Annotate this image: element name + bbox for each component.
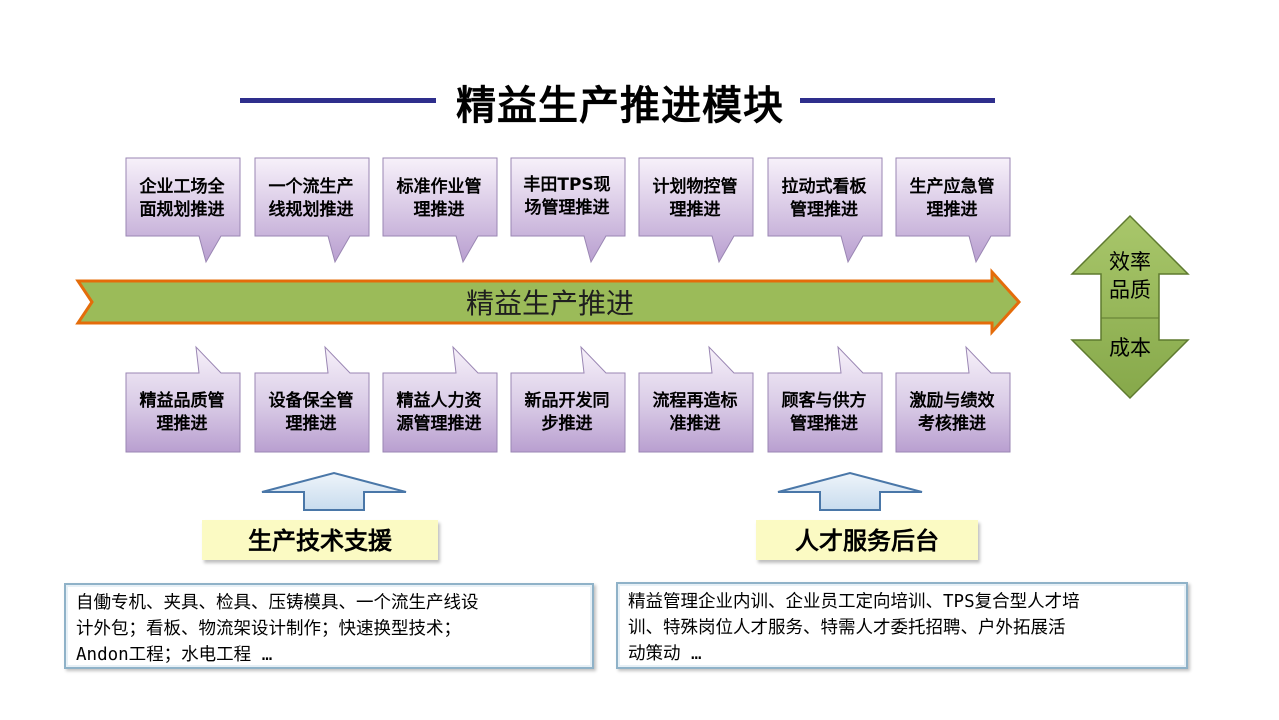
- bottom-callout-shape: [125, 345, 241, 453]
- module-line: 精益品质管: [139, 391, 225, 411]
- title-line-left: [240, 98, 436, 103]
- module-line: 考核推进: [918, 414, 986, 434]
- title-line-right: [800, 98, 995, 103]
- bottom-module-5: 流程再造标 准推进: [639, 390, 751, 436]
- side-arrow-down-label: 成本: [1109, 336, 1151, 360]
- bottom-module-1: 精益品质管 理推进: [126, 390, 238, 436]
- top-callout-shape: [254, 157, 370, 264]
- bottom-callouts: [125, 345, 1011, 453]
- bottom-module-3: 精益人力资 源管理推进: [383, 390, 495, 436]
- bottom-callout-shape: [254, 345, 370, 453]
- module-line: 标准作业管: [396, 177, 482, 197]
- top-module-7: 生产应急管 理推进: [896, 176, 1008, 222]
- module-line: 企业工场全: [139, 177, 225, 197]
- module-line: 管理推进: [790, 414, 858, 434]
- desc-line: 训、特殊岗位人才服务、特需人才委托招聘、户外拓展活: [628, 618, 1066, 638]
- top-module-1: 企业工场全 面规划推进: [126, 176, 238, 222]
- side-label-line: 品质: [1109, 278, 1151, 302]
- top-callout-shape: [895, 157, 1011, 264]
- desc-line: 自働专机、夹具、检具、压铸模具、一个流生产线设: [76, 593, 479, 613]
- module-line: 准推进: [669, 414, 721, 434]
- module-line: 管理推进: [790, 200, 858, 220]
- top-module-3: 标准作业管 理推进: [383, 176, 495, 222]
- desc-line: Andon工程；水电工程 …: [76, 645, 273, 665]
- module-line: 场管理推进: [524, 198, 610, 218]
- module-line: 流程再造标: [652, 391, 738, 411]
- module-line: 精益人力资: [396, 391, 482, 411]
- module-line: 理推进: [413, 200, 465, 220]
- bottom-callout-shape: [510, 345, 626, 453]
- module-line: 生产应急管: [909, 177, 995, 197]
- module-line: 一个流生产: [268, 177, 354, 197]
- module-line: 源管理推进: [396, 414, 482, 434]
- top-callout-shape: [510, 157, 626, 264]
- top-module-6: 拉动式看板 管理推进: [768, 176, 880, 222]
- support-desc-right: 精益管理企业内训、企业员工定向培训、TPS复合型人才培 训、特殊岗位人才服务、特…: [616, 582, 1188, 669]
- main-arrow-label: 精益生产推进: [465, 287, 634, 320]
- desc-line: 精益管理企业内训、企业员工定向培训、TPS复合型人才培: [628, 592, 1080, 612]
- support-label-right: 人才服务后台: [756, 520, 978, 560]
- bottom-callout-shape: [895, 345, 1011, 453]
- bottom-callout-shape: [638, 345, 754, 453]
- top-module-5: 计划物控管 理推进: [639, 176, 751, 222]
- module-line: 理推进: [285, 414, 337, 434]
- side-double-arrow: [1070, 214, 1190, 400]
- top-callout-shape: [767, 157, 883, 264]
- bottom-callout-shape: [382, 345, 498, 453]
- top-module-2: 一个流生产 线规划推进: [255, 176, 367, 222]
- module-line: 理推进: [926, 200, 978, 220]
- side-label-line: 效率: [1109, 250, 1151, 274]
- module-line: 步推进: [541, 414, 593, 434]
- module-line: 线规划推进: [268, 200, 354, 220]
- top-callouts: [125, 157, 1011, 264]
- top-callout-shape: [382, 157, 498, 264]
- module-line: 理推进: [669, 200, 721, 220]
- top-callout-shape: [125, 157, 241, 264]
- support-desc-left: 自働专机、夹具、检具、压铸模具、一个流生产线设 计外包；看板、物流架设计制作；快…: [64, 583, 594, 669]
- module-line: 计划物控管: [652, 177, 738, 197]
- page-title: 精益生产推进模块: [456, 83, 784, 129]
- desc-line: 动策动 …: [628, 644, 702, 664]
- module-line: 设备保全管: [268, 391, 354, 411]
- bottom-module-6: 顾客与供方 管理推进: [768, 390, 880, 436]
- module-line: 理推进: [156, 414, 208, 434]
- bottom-module-2: 设备保全管 理推进: [255, 390, 367, 436]
- main-progress-arrow: [75, 268, 1022, 336]
- desc-line: 计外包；看板、物流架设计制作；快速换型技术；: [76, 619, 461, 639]
- bottom-module-4: 新品开发同 步推进: [511, 390, 623, 436]
- module-line: 丰田TPS现: [523, 175, 611, 195]
- module-line: 拉动式看板: [781, 177, 867, 197]
- module-line: 激励与绩效: [909, 391, 995, 411]
- module-line: 新品开发同: [524, 391, 610, 411]
- module-line: 面规划推进: [139, 200, 225, 220]
- support-label-left: 生产技术支援: [202, 520, 438, 560]
- module-line: 顾客与供方: [781, 391, 867, 411]
- top-module-4: 丰田TPS现 场管理推进: [511, 174, 623, 220]
- top-callout-shape: [638, 157, 754, 264]
- up-arrow-right: [777, 471, 923, 511]
- bottom-callout-shape: [767, 345, 883, 453]
- up-arrow-left: [261, 471, 407, 511]
- bottom-module-7: 激励与绩效 考核推进: [896, 390, 1008, 436]
- side-arrow-up-label: 效率 品质: [1100, 248, 1160, 304]
